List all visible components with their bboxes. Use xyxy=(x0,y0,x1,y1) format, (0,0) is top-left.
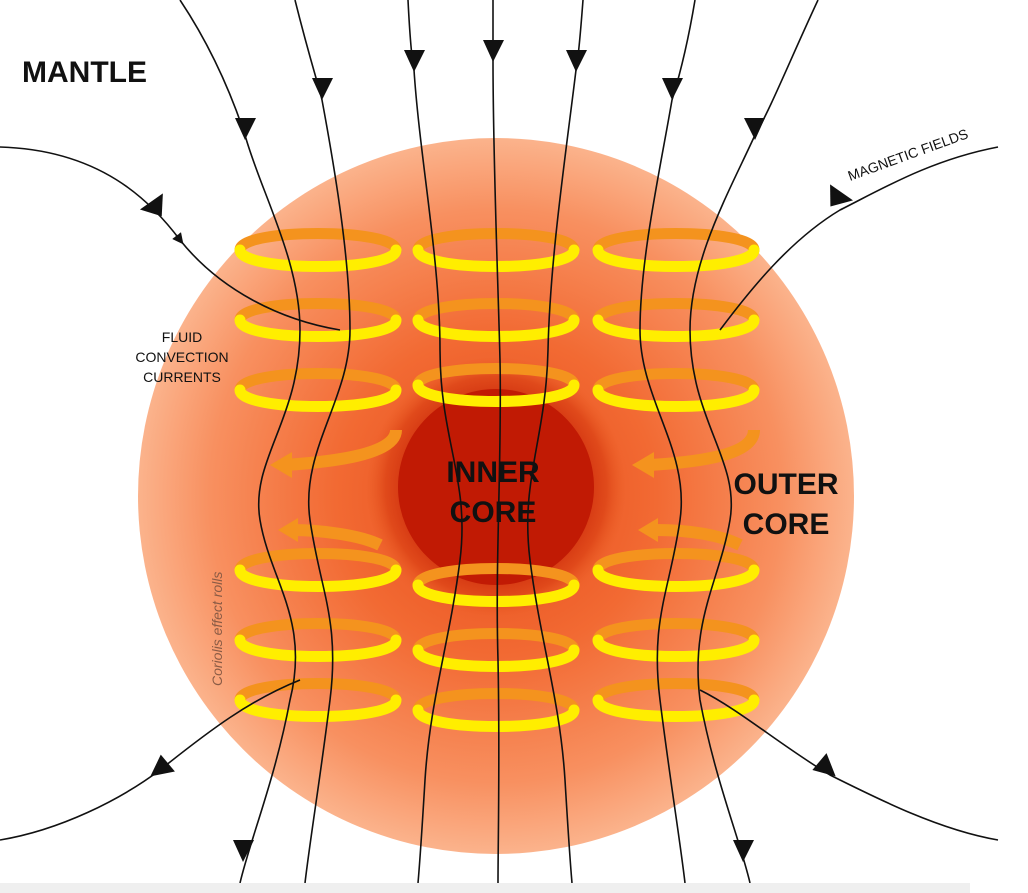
mantle-label: MANTLE xyxy=(22,56,147,89)
field-arrow xyxy=(662,78,683,100)
field-line xyxy=(294,0,351,884)
inner-core-disk xyxy=(398,389,594,585)
coriolis-label: Coriolis effect rolls xyxy=(209,572,225,686)
field-arrows xyxy=(139,40,854,862)
roll-arrow-right-lower xyxy=(638,518,658,542)
field-arrow xyxy=(139,193,163,217)
field-arrow xyxy=(235,118,256,140)
outer-core-label-line1: OUTER xyxy=(734,468,839,501)
field-line xyxy=(407,0,463,884)
roll-arrow-left-lower xyxy=(278,518,298,542)
field-arrow xyxy=(483,40,504,62)
field-line xyxy=(719,146,999,331)
field-line xyxy=(0,146,341,331)
roll-stack-left-lower xyxy=(240,518,396,717)
field-arrow xyxy=(404,50,425,72)
magnetic-fields-label: MAGNETIC FIELDS xyxy=(846,125,971,183)
field-line xyxy=(492,0,502,884)
coriolis-rolls xyxy=(240,234,760,727)
fluid-convection-label-line1: FLUID xyxy=(162,329,202,345)
inner-core-label-line1: INNER xyxy=(446,456,540,489)
field-arrow xyxy=(830,184,854,207)
fluid-convection-label-line3: CURRENTS xyxy=(143,369,221,385)
field-line xyxy=(639,0,696,884)
roll-stack-right-lower xyxy=(598,518,754,717)
field-arrow xyxy=(312,78,333,100)
outer-core-label-line2: CORE xyxy=(743,508,830,541)
field-arrow xyxy=(812,753,836,777)
roll-arrow-right-upper xyxy=(632,452,654,478)
roll-stack-left-upper xyxy=(240,234,402,478)
field-arrow xyxy=(150,754,175,777)
roll-arrow-left-upper xyxy=(270,452,292,478)
field-arrow xyxy=(733,840,754,862)
bottom-strip xyxy=(0,883,970,893)
field-line xyxy=(526,0,584,884)
field-line xyxy=(699,689,999,841)
field-arrow xyxy=(233,840,254,862)
field-arrow xyxy=(744,118,765,140)
fluid-convection-label-line2: CONVECTION xyxy=(135,349,228,365)
inner-core-label-line2: CORE xyxy=(450,496,537,529)
field-arrow xyxy=(566,50,587,72)
